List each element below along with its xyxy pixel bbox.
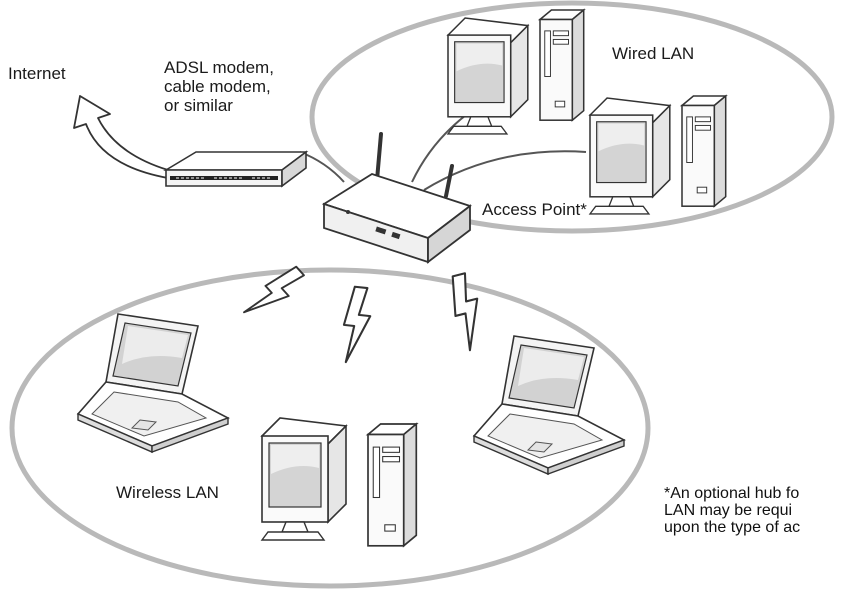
- modem-icon: [163, 150, 309, 188]
- wireless-laptop-right-icon: [473, 335, 625, 475]
- wireless-signal-center-icon: [339, 284, 375, 366]
- modem-label: ADSL modem, cable modem, or similar: [164, 58, 274, 115]
- access-point-label: Access Point*: [482, 200, 587, 219]
- cable-access-point-to-desktop-2: [423, 150, 587, 191]
- internet-arrow-icon: [73, 95, 169, 179]
- internet-label: Internet: [8, 64, 66, 83]
- wired-lan-label: Wired LAN: [612, 44, 695, 63]
- wired-lan-zone-outline: [309, 0, 835, 234]
- cable-access-point-to-desktop-1: [411, 111, 471, 183]
- wired-desktop-2-icon: [589, 95, 727, 215]
- footnote-text: *An optional hub fo LAN may be requi upo…: [664, 485, 801, 536]
- wireless-desktop-icon: [261, 417, 418, 547]
- wireless-laptop-left-icon: [77, 313, 229, 453]
- wired-desktop-1-icon: [447, 9, 585, 135]
- wireless-lan-zone-outline: [9, 267, 651, 589]
- access-point-icon: [321, 132, 472, 264]
- wireless-lan-label: Wireless LAN: [116, 483, 219, 502]
